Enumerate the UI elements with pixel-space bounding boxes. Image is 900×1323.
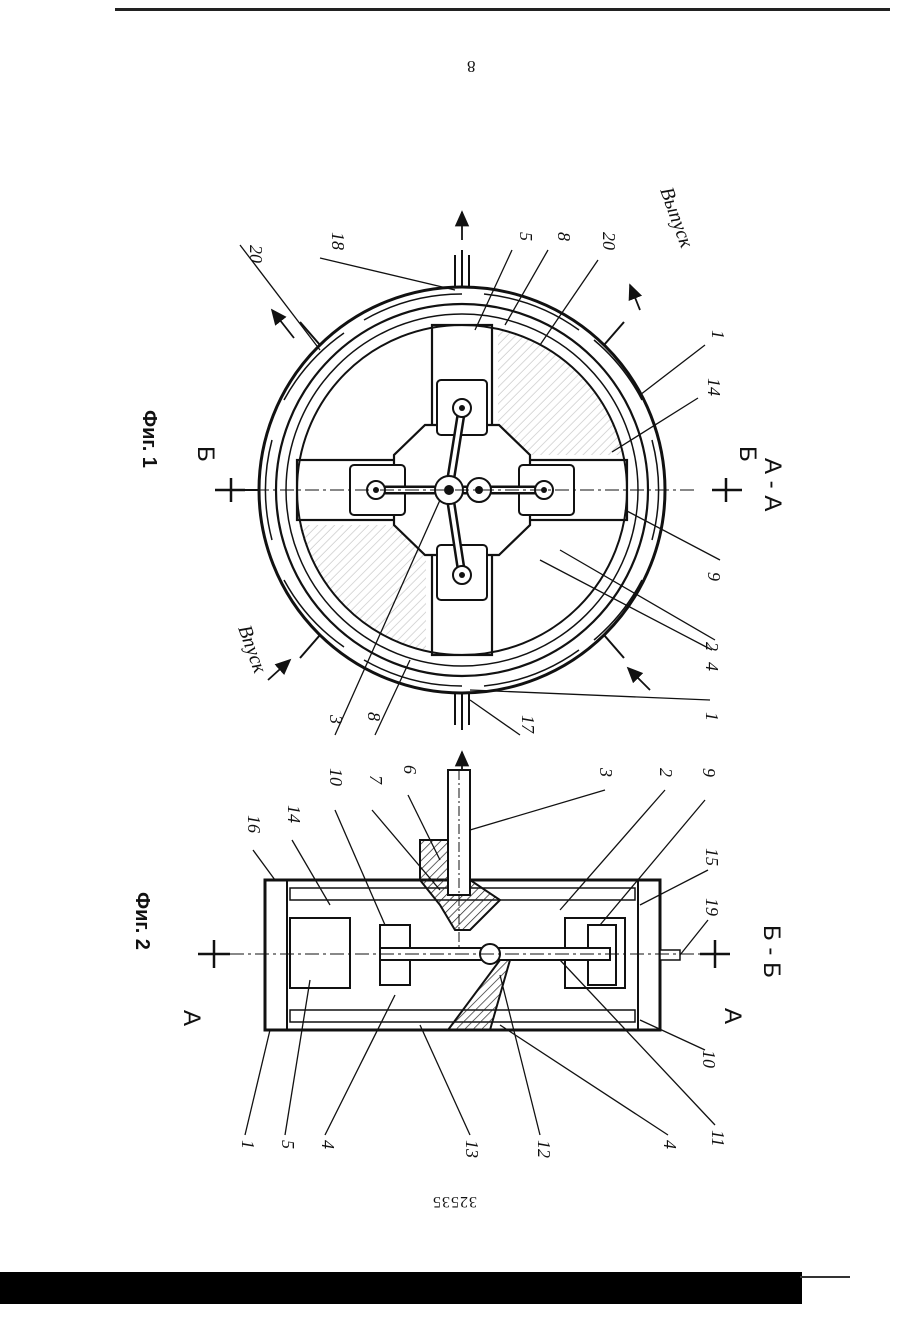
figure-1-cut-letter-right: Б [734,446,761,462]
callout: 14 [284,805,304,823]
callout: 9 [699,768,719,777]
callout: 4 [660,1140,680,1149]
exhaust-label: Выпуск [655,184,697,251]
callout: 18 [328,232,348,250]
callout: 3 [326,714,346,724]
figure-1-caption: Фиг. 1 [138,410,160,468]
callout: 10 [326,768,346,786]
figure-2-cut-letter-left: А [178,1010,205,1026]
end-cap-left [265,880,287,1030]
callout: 9 [704,572,724,581]
callout: 5 [278,1140,298,1149]
callout: 11 [708,1130,728,1147]
intake-label: Впуск [233,622,271,676]
callout: 16 [244,815,264,833]
figure-2-caption: Фиг. 2 [131,892,153,950]
callout: 2 [702,642,722,651]
callout: 4 [702,662,722,671]
callout: 4 [318,1140,338,1149]
figure-1-section-title: А - А [759,458,786,511]
callout: 10 [699,1050,719,1068]
figure-1-cut-letter-left: Б [192,446,219,462]
figure-2-section-title: Б - Б [758,925,785,978]
callout: 20 [246,245,266,263]
figure-2-side-section: 16 14 10 7 6 3 2 9 15 19 10 11 4 12 13 4… [131,765,785,1158]
callout: 3 [596,767,616,777]
callout: 6 [400,765,420,774]
callout: 19 [702,898,722,916]
callout: 15 [702,848,722,866]
hub-lower-hatched [448,960,510,1030]
figure-1-cross-section: 20 18 5 8 20 1 14 9 2 4 1 17 8 3 Фиг. 1 … [138,184,786,790]
callout: 7 [366,775,386,785]
callout: 14 [704,378,724,396]
callout: 13 [462,1140,482,1158]
callout: 1 [708,330,728,339]
callout: 17 [518,715,538,734]
callout: 12 [534,1140,554,1158]
callout: 8 [554,232,574,241]
callout: 1 [238,1140,258,1149]
callout: 20 [599,232,619,250]
callout: 1 [702,712,722,721]
end-cap-right [638,880,660,1030]
spark-fitting [660,950,680,960]
figure-2-cut-letter-right: А [719,1008,746,1024]
callout: 8 [364,712,384,721]
callout: 5 [516,232,536,241]
callout: 2 [656,768,676,777]
